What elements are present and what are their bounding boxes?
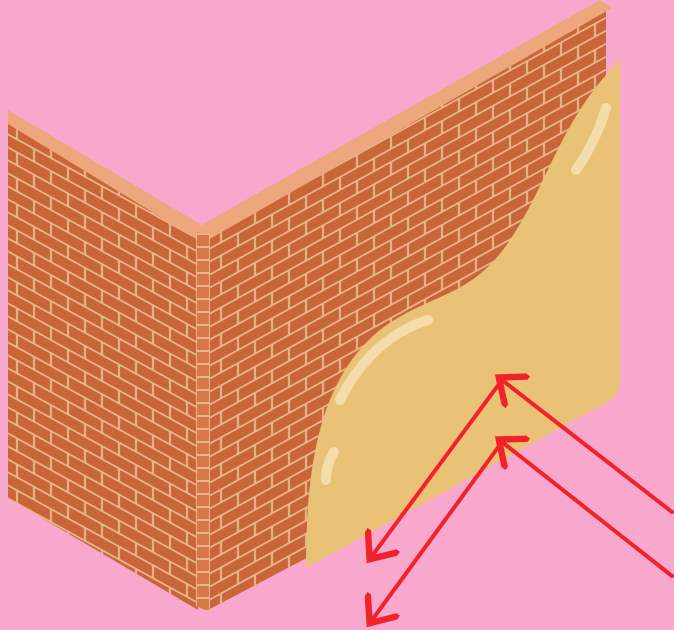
left-brick-wall <box>8 118 198 610</box>
right-wall-top-edge <box>196 0 612 240</box>
left-wall-top-edge <box>8 110 206 240</box>
incoming-arrow-lower <box>502 442 674 578</box>
reflected-arrow-upper <box>372 378 504 556</box>
waterproof-membrane-sheet <box>306 60 620 568</box>
wall-corner-edge <box>196 232 210 612</box>
membrane-highlight-lower <box>321 447 339 485</box>
membrane-highlight-top <box>571 103 611 175</box>
reflected-arrow-lower <box>372 440 504 620</box>
membrane-highlight-upper <box>335 315 433 405</box>
reflection-arrows <box>372 378 674 620</box>
incoming-arrow-upper <box>502 380 674 514</box>
right-brick-wall <box>208 10 606 610</box>
